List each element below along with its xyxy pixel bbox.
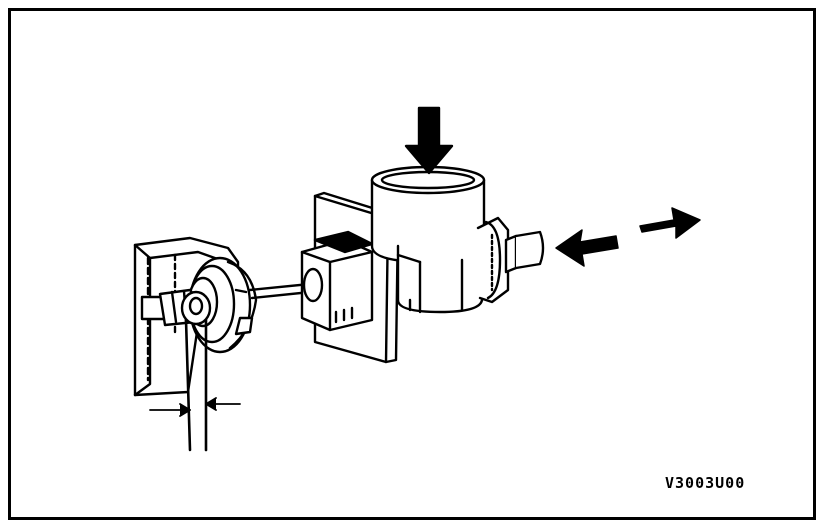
connector-block: [300, 230, 374, 332]
gap-dimension: [149, 397, 241, 417]
figure-code: V3003U00: [665, 474, 746, 492]
press-arrow-icon: [404, 106, 454, 175]
wrench: [180, 290, 212, 452]
switch-body: [370, 165, 486, 314]
switch-plunger: [476, 216, 545, 304]
movement-arrows-icon: [555, 207, 701, 267]
